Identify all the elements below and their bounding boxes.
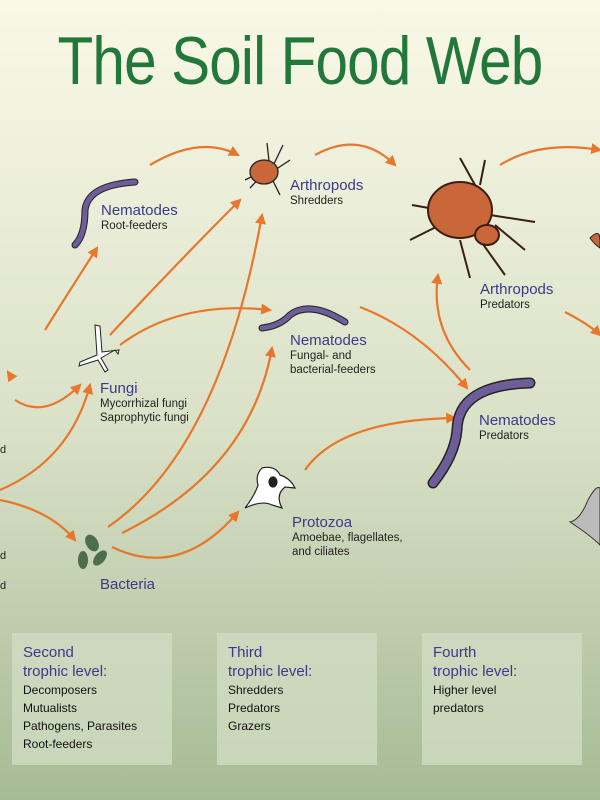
arrow [499, 143, 600, 166]
node-nematodes-predators: Nematodes Predators [479, 412, 556, 444]
heading-line: trophic level: [433, 663, 518, 680]
heading-line: trophic level: [228, 663, 313, 680]
arthropod-predator-icon [409, 157, 536, 279]
node-fungi: Fungi Mycorrhizal fungi Saprophytic fung… [100, 380, 189, 426]
arrow [149, 145, 240, 166]
arrow [111, 510, 240, 559]
trophic-heading: Third trophic level: [228, 643, 377, 681]
trophic-item: predators [433, 701, 484, 715]
arrow [0, 382, 94, 492]
node-arthropods-shredders: Arthropods Shredders [290, 177, 363, 209]
trophic-item: Higher level [433, 683, 497, 697]
node-name: Nematodes [290, 332, 367, 349]
node-name: Nematodes [479, 412, 556, 429]
heading-line: Second [23, 644, 74, 661]
trophic-level-box-second: Second trophic level: Decomposers Mutuali… [12, 633, 172, 765]
node-name: Arthropods [290, 177, 364, 194]
node-protozoa: Protozoa Amoebae, flagellates, and cilia… [292, 514, 403, 560]
node-sub: bacterial-feeders [290, 363, 376, 376]
trophic-level-box-fourth: Fourth trophic level: Higher level predat… [422, 633, 582, 765]
heading-line: Fourth [433, 644, 477, 661]
arthropod-shredder-icon [244, 142, 291, 196]
heading-line: trophic level: [23, 663, 108, 680]
protozoa-icon [244, 466, 297, 509]
arrow [564, 311, 600, 337]
node-name: Protozoa [292, 514, 353, 531]
trophic-item: Shredders [228, 683, 284, 697]
node-sub: and ciliates [292, 545, 350, 558]
trophic-item: Mutualists [23, 701, 78, 715]
arrow [431, 272, 471, 371]
arrow [44, 246, 99, 331]
cropped-text: d [0, 444, 7, 456]
arrow [359, 305, 469, 390]
node-sub: Predators [480, 299, 530, 311]
arrow [119, 303, 273, 346]
node-sub: Root-feeders [101, 220, 168, 232]
arrow [314, 143, 397, 167]
node-sub: Fungal- and [290, 350, 352, 362]
node-bacteria: Bacteria [100, 576, 155, 594]
arrow [14, 383, 82, 409]
page-title: The Soil Food Web [57, 23, 544, 99]
trophic-item: Grazers [228, 719, 271, 733]
node-sub: Mycorrhizal fungi [100, 398, 187, 410]
trophic-item: Decomposers [23, 683, 98, 697]
node-sub: Predators [479, 430, 529, 442]
heading-line: Third [228, 644, 263, 661]
node-name: Fungi [100, 380, 138, 397]
bacteria-icon [78, 534, 107, 569]
node-name: Arthropods [480, 281, 554, 298]
trophic-item: Pathogens, Parasites [23, 719, 138, 733]
node-name: Nematodes [101, 202, 178, 219]
trophic-heading: Fourth trophic level: [433, 643, 582, 681]
trophic-heading: Second trophic level: [23, 643, 172, 681]
cropped-text: d [0, 550, 7, 562]
node-arthropods-predators: Arthropods Predators [480, 281, 553, 313]
arrow [6, 370, 18, 383]
protozoa-partial-icon [568, 487, 600, 546]
node-nematodes-root-feeders: Nematodes Root-feeders [101, 202, 178, 234]
predator-partial-icon [589, 233, 600, 249]
trophic-item: Predators [228, 701, 281, 715]
arrow [121, 345, 276, 534]
trophic-item: Root-feeders [23, 737, 93, 751]
arrow [107, 212, 266, 528]
cropped-text: d [0, 580, 7, 592]
arrows [0, 143, 600, 559]
arrow [304, 412, 458, 471]
node-name: Bacteria [100, 576, 156, 593]
node-nematodes-fungal-feeders: Nematodes Fungal- and bacterial-feeders [290, 332, 376, 378]
node-sub: Shredders [290, 195, 344, 207]
fungi-icon [78, 324, 120, 373]
arrow [0, 498, 77, 542]
node-sub: Amoebae, flagellates, [292, 532, 403, 544]
node-sub: Saprophytic fungi [100, 411, 189, 424]
arrow [109, 198, 242, 336]
